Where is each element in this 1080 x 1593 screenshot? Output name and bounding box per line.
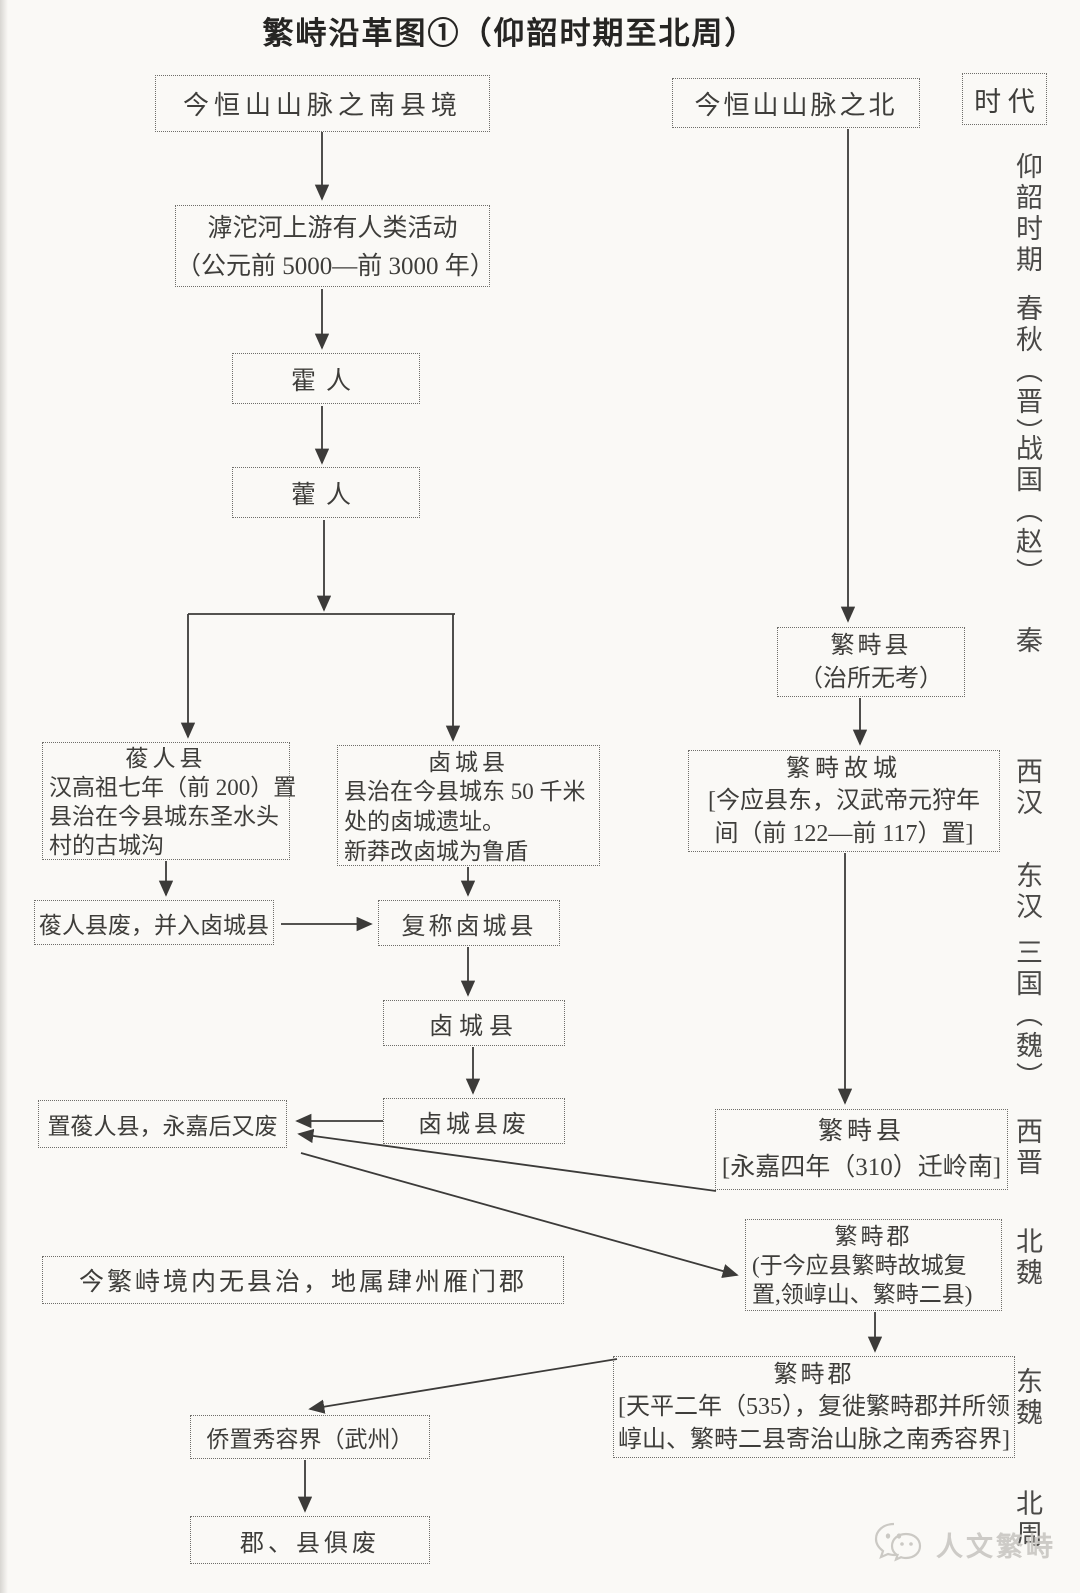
box-fanzhixian-qin: 繁畤县 （治所无考） <box>777 627 965 697</box>
box-era-header: 时 代 <box>962 73 1047 125</box>
box-suirenxian-fei: 葰人县废，并入卤城县 <box>34 900 274 945</box>
box-zhi-suirenxian: 置葰人县，永嘉后又废 <box>38 1100 287 1148</box>
box-line: 新莽改卤城为鲁盾 <box>344 839 528 864</box>
north-header-label: 今恒山山脉之北 <box>694 90 898 120</box>
diagram-title: 繁峙沿革图①（仰韶时期至北周） <box>262 16 758 51</box>
box-line: 藿人 <box>290 481 361 509</box>
box-line: 滹沱河上游有人类活动 <box>207 215 458 242</box>
box-line: 葰人县废，并入卤城县 <box>39 912 269 938</box>
box-title: 繁畤郡 <box>773 1362 855 1388</box>
box-line: 处的卤城遗址。 <box>344 809 505 834</box>
box-title: 繁畤县 <box>830 633 912 659</box>
arrow-zhisui-to-beiweijun <box>300 1152 739 1279</box>
box-fanzhijun-dongwei: 繁畤郡 [天平二年（535），复徙繁畤郡并所领 崞山、繁畤二县寄治山脉之南秀容界… <box>613 1356 1015 1458</box>
box-line: 复称卤城县 <box>401 913 537 940</box>
box-luchengxian-2: 卤城县 <box>383 1000 565 1046</box>
box-qiaozhi-xiurongjie: 侨置秀容界（武州） <box>190 1415 430 1459</box>
era-yangshao: 仰韶时期 <box>1012 152 1042 276</box>
box-huoren-2: 藿人 <box>232 467 420 518</box>
box-line: 县治在今县城东 50 千米 <box>344 779 586 804</box>
box-line: 置葰人县，永嘉后又废 <box>47 1114 278 1139</box>
era-xihan: 西汉 <box>1012 757 1042 819</box>
box-line: 县治在今县城东圣水头 <box>49 804 279 829</box>
era-dongwei: 东魏 <box>1012 1367 1042 1429</box>
wechat-icon <box>874 1522 922 1562</box>
era-donghan: 东汉 <box>1012 861 1042 923</box>
box-line: [天平二年（535），复徙繁畤郡并所领 <box>618 1394 1010 1420</box>
box-fanzhi-gucheng: 繁畤故城 [今应县东，汉武帝元狩年 间（前 122—前 117）置] <box>688 750 1000 852</box>
box-line: 置,领崞山、繁畤二县) <box>752 1282 973 1307</box>
box-title: 繁畤县 <box>817 1118 905 1145</box>
box-wu-xianzhi: 今繁峙境内无县治，地属肆州雁门郡 <box>42 1256 564 1304</box>
box-line: 郡、县俱废 <box>240 1530 380 1557</box>
box-line: 霍人 <box>290 367 361 395</box>
watermark: 人文繁峙 <box>872 1514 1072 1574</box>
box-fanzhixian-xijin: 繁畤县 [永嘉四年（310）迁岭南] <box>715 1109 1008 1190</box>
box-line: 村的古城沟 <box>49 833 164 858</box>
south-header-label: 今恒山山脉之南县境 <box>182 91 462 120</box>
box-fanzhijun-beiwei: 繁畤郡 (于今应县繁畤故城复 置,领崞山、繁畤二县) <box>745 1219 1002 1311</box>
box-human-activity: 滹沱河上游有人类活动 （公元前 5000—前 3000 年） <box>175 205 495 287</box>
era-header-label: 时 代 <box>974 86 1035 117</box>
arrow-xijinxian-to-zhisui <box>297 1128 717 1192</box>
box-fucheng-lucheng: 复称卤城县 <box>378 900 560 946</box>
box-line: 卤城县 <box>429 1013 519 1040</box>
box-line: 汉高祖七年（前 200）置 <box>49 775 297 800</box>
box-huoren-1: 霍人 <box>232 353 420 404</box>
box-line: （公元前 5000—前 3000 年） <box>176 253 495 280</box>
box-title: 葰人县 <box>125 746 207 771</box>
box-line: (于今应县繁畤故城复 <box>752 1253 967 1278</box>
box-line: 间（前 122—前 117）置] <box>714 821 974 847</box>
era-sanguo: 三国（魏） <box>1012 938 1042 1093</box>
box-north-region-header: 今恒山山脉之北 <box>672 78 920 128</box>
box-south-region-header: 今恒山山脉之南县境 <box>155 75 490 132</box>
box-line: 侨置秀容界（武州） <box>206 1427 414 1452</box>
box-title: 繁畤故城 <box>786 756 902 782</box>
page-edge-shadow <box>0 0 8 1593</box>
box-luchengxian: 卤城县 县治在今县城东 50 千米 处的卤城遗址。 新莽改卤城为鲁盾 <box>337 745 600 866</box>
watermark-text: 人文繁峙 <box>936 1531 1056 1562</box>
box-line: [永嘉四年（310）迁岭南] <box>721 1154 1002 1181</box>
era-beiwei: 北魏 <box>1012 1227 1042 1289</box>
box-junxian-jufei: 郡、县俱废 <box>190 1516 430 1564</box>
box-line: （治所无考） <box>799 666 943 692</box>
era-xijin: 西晋 <box>1012 1117 1042 1179</box>
arrow-dongweijun-to-qiaozhi <box>308 1358 618 1414</box>
box-line: 今繁峙境内无县治，地属肆州雁门郡 <box>78 1269 527 1296</box>
box-title: 繁畤郡 <box>834 1224 913 1249</box>
box-suirenxian: 葰人县 汉高祖七年（前 200）置 县治在今县城东圣水头 村的古城沟 <box>42 742 297 860</box>
era-zhanguo: 战国（赵） <box>1012 434 1042 589</box>
box-line: 卤城县废 <box>418 1111 530 1138</box>
era-qin: 秦 <box>1012 626 1042 657</box>
box-line: [今应县东，汉武帝元狩年 <box>708 788 980 814</box>
box-line: 崞山、繁畤二县寄治山脉之南秀容界] <box>618 1427 1010 1453</box>
era-beizhou: 北周 <box>1012 1489 1042 1551</box>
box-luchengxian-fei: 卤城县废 <box>383 1098 565 1144</box>
era-chunqiu: 春秋（晋） <box>1012 294 1042 449</box>
box-title: 卤城县 <box>428 750 509 775</box>
